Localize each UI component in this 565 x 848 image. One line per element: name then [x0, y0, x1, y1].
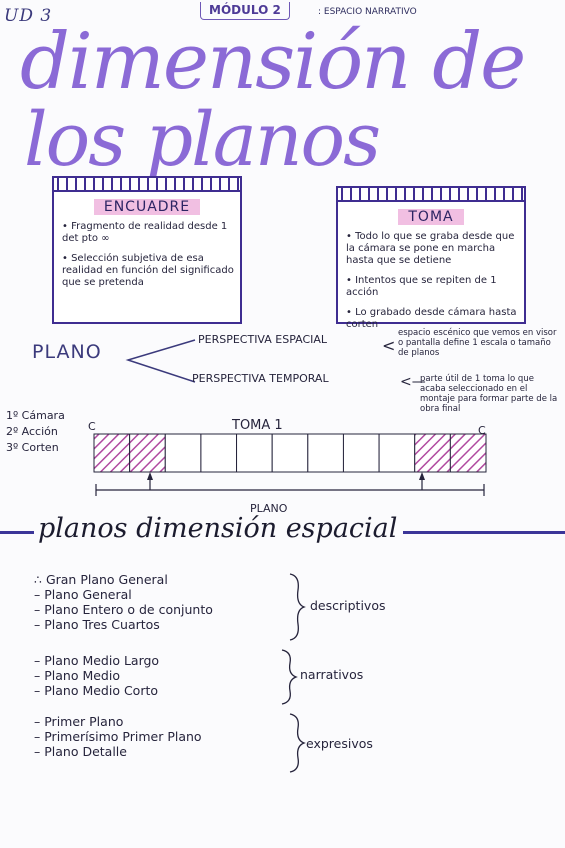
module-label: MÓDULO 2 — [200, 2, 290, 20]
encuadre-point: • Selección subjetiva de esa realidad en… — [62, 253, 234, 288]
group-narrative: – Plano Medio Largo – Plano Medio – Plan… — [34, 653, 159, 698]
list-item: – Plano Tres Cuartos — [34, 617, 160, 632]
step-item: 1º Cámara — [6, 409, 65, 422]
section-title: planos dimensión espacial — [34, 512, 404, 546]
timeline-cell — [307, 433, 344, 473]
timeline-cell-hatched — [449, 433, 487, 473]
branch-temporal-label: PERSPECTIVA TEMPORAL — [192, 372, 329, 385]
list-item: – Plano Medio Largo — [34, 653, 160, 668]
list-item: – Primerísimo Primer Plano — [34, 729, 202, 744]
list-item: ∴ Gran Plano General — [34, 572, 168, 587]
timeline-cell — [200, 433, 238, 473]
timeline-cell — [236, 433, 273, 473]
page-title-line2: los planos — [24, 97, 381, 183]
list-item: – Plano Medio — [34, 668, 120, 683]
list-item: – Plano Medio Corto — [34, 683, 159, 698]
step-item: 2º Acción — [6, 425, 58, 438]
toma-point: • Intentos que se repiten de 1 acción — [346, 275, 497, 298]
encuadre-card: ENCUADRE • Fragmento de realidad desde 1… — [52, 176, 242, 324]
timeline-cell-hatched — [93, 433, 131, 473]
page-title-line1: dimensión de — [20, 17, 526, 107]
group-descriptive: ∴ Gran Plano General – Plano General – P… — [34, 572, 213, 632]
arrow-up-icon — [147, 472, 153, 480]
spiral-rings — [338, 188, 524, 202]
arrow-left-icon: <— — [400, 374, 426, 390]
spiral-rings — [54, 178, 240, 192]
plano-branch-arrow — [125, 339, 196, 383]
step-item: 3º Corten — [6, 441, 59, 454]
encuadre-heading: ENCUADRE — [93, 199, 201, 215]
branch-spatial-label: PERSPECTIVA ESPACIAL — [198, 333, 328, 346]
list-item: – Plano General — [34, 587, 132, 602]
toma-point: • Lo grabado desde cámara hasta corten — [346, 307, 517, 330]
unit-label: UD 3 — [4, 6, 53, 26]
chevron-left-icon: < — [382, 336, 396, 355]
timeline-diagram — [93, 433, 487, 496]
group-label-descriptive: descriptivos — [310, 598, 386, 613]
group-expressive: – Primer Plano – Primerísimo Primer Plan… — [34, 714, 202, 759]
timeline-bottom-label: PLANO — [250, 502, 288, 515]
timeline-steps: 1º Cámara 2º Acción 3º Corten — [6, 408, 65, 456]
timeline-c-end: C — [478, 424, 486, 437]
arrow-up-icon — [419, 472, 425, 480]
module-subtitle: : ESPACIO NARRATIVO — [318, 7, 417, 17]
timeline-cell-hatched — [414, 433, 451, 473]
brace-icon — [289, 573, 306, 641]
timeline-title: TOMA 1 — [232, 418, 283, 433]
timeline-c-start: C — [88, 420, 96, 433]
encuadre-point: • Fragmento de realidad desde 1 det pto … — [62, 221, 228, 244]
branch-temporal-note: parte útil de 1 toma lo que acaba selecc… — [420, 374, 558, 414]
timeline-cell — [342, 433, 380, 473]
timeline-cell — [378, 433, 416, 473]
list-item: – Plano Entero o de conjunto — [34, 602, 213, 617]
toma-card: TOMA • Todo lo que se graba desde que la… — [336, 186, 526, 330]
timeline-cell — [164, 433, 202, 473]
group-label-expressive: expresivos — [306, 736, 373, 751]
timeline-cell — [271, 433, 309, 473]
list-item: – Primer Plano — [34, 714, 124, 729]
plano-root: PLANO — [32, 341, 102, 363]
timeline-cell-hatched — [129, 433, 166, 473]
toma-heading: TOMA — [398, 209, 464, 225]
group-label-narrative: narrativos — [300, 667, 364, 682]
branch-spatial-note: espacio escénico que vemos en visor o pa… — [398, 328, 557, 358]
brace-icon — [289, 713, 306, 773]
list-item: – Plano Detalle — [34, 744, 127, 759]
brace-icon — [281, 649, 298, 705]
toma-point: • Todo lo que se graba desde que la cáma… — [346, 231, 515, 266]
